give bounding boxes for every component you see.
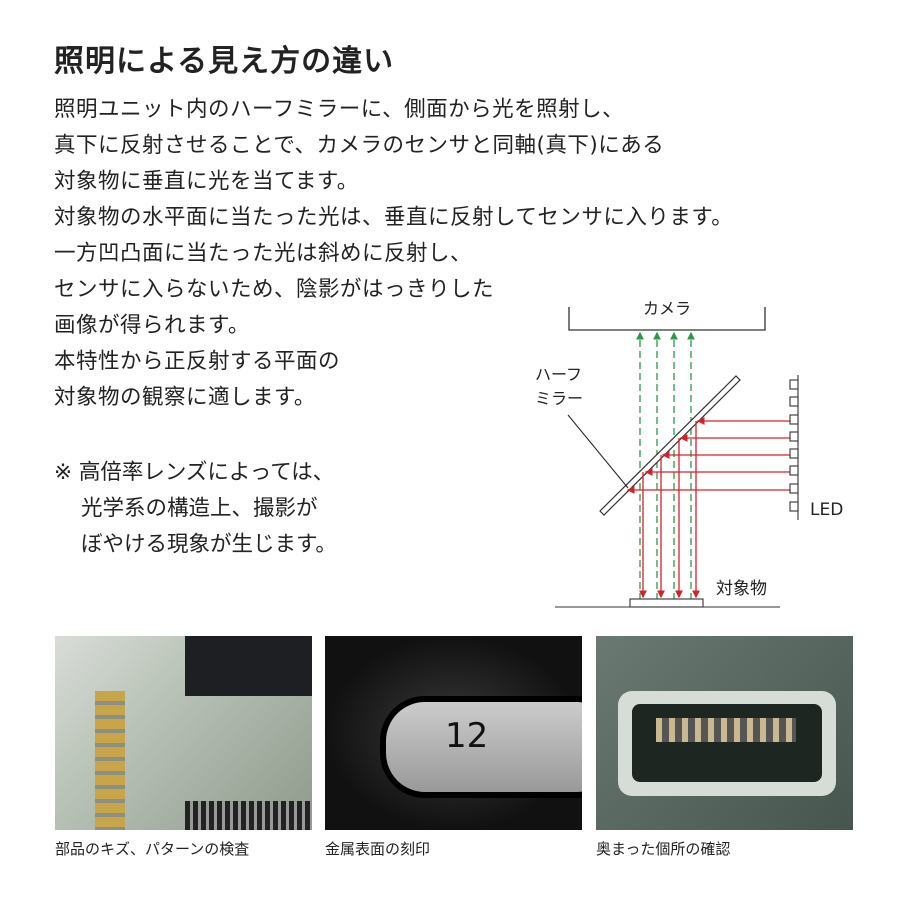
note-line: 光学系の構造上、撮影が [81,496,318,521]
caption-metal: 金属表面の刻印 [325,840,431,858]
caption-pcb: 部品のキズ、パターンの検査 [55,840,250,858]
photo-pcb [55,636,312,830]
reflected-light-rays [636,331,695,600]
body-line: 対象物に垂直に光を当てます。 [54,169,359,194]
led-label: LED [810,500,843,520]
page-title: 照明による見え方の違い [54,44,395,79]
description: 照明ユニット内のハーフミラーに、側面から光を照射し、 真下に反射させることで、カ… [54,92,733,416]
note-line: ※ 高倍率レンズによっては、 [54,460,335,485]
photo-metal-engraving: 12 [325,636,582,830]
coaxial-illumination-diagram: カメラ ハーフ ミラー LED 対象物 [535,299,843,608]
body-line: 一方凹凸面に当たった光は斜めに反射し、 [54,241,473,266]
camera-label: カメラ [643,299,691,318]
mirror-label-1: ハーフ [535,365,582,384]
body-line: 本特性から正反射する平面の [54,349,341,374]
incident-light-rays [626,417,790,599]
note: ※ 高倍率レンズによっては、 光学系の構造上、撮影が ぼやける現象が生じます。 [54,455,337,563]
body-line: 対象物の観察に適します。 [54,385,316,410]
engraved-number: 12 [445,716,489,756]
body-line: センサに入らないため、陰影がはっきりした [54,277,495,302]
photo-hdmi-port [596,636,853,830]
body-line: 照明ユニット内のハーフミラーに、側面から光を照射し、 [54,97,625,122]
object-label: 対象物 [716,579,767,599]
body-line: 画像が得られます。 [54,313,250,338]
leader-line [567,414,629,489]
body-line: 対象物の水平面に当たった光は、垂直に反射してセンサに入ります。 [54,205,734,230]
camera-shape [568,307,766,331]
led-array [789,375,799,520]
body-line: 真下に反射させることで、カメラのセンサと同軸(真下)にある [54,133,665,158]
mirror-label-2: ミラー [535,389,583,408]
half-mirror [599,375,741,516]
object-shape [629,598,704,608]
caption-recessed: 奥まった個所の確認 [596,840,731,858]
note-line: ぼやける現象が生じます。 [81,532,337,557]
